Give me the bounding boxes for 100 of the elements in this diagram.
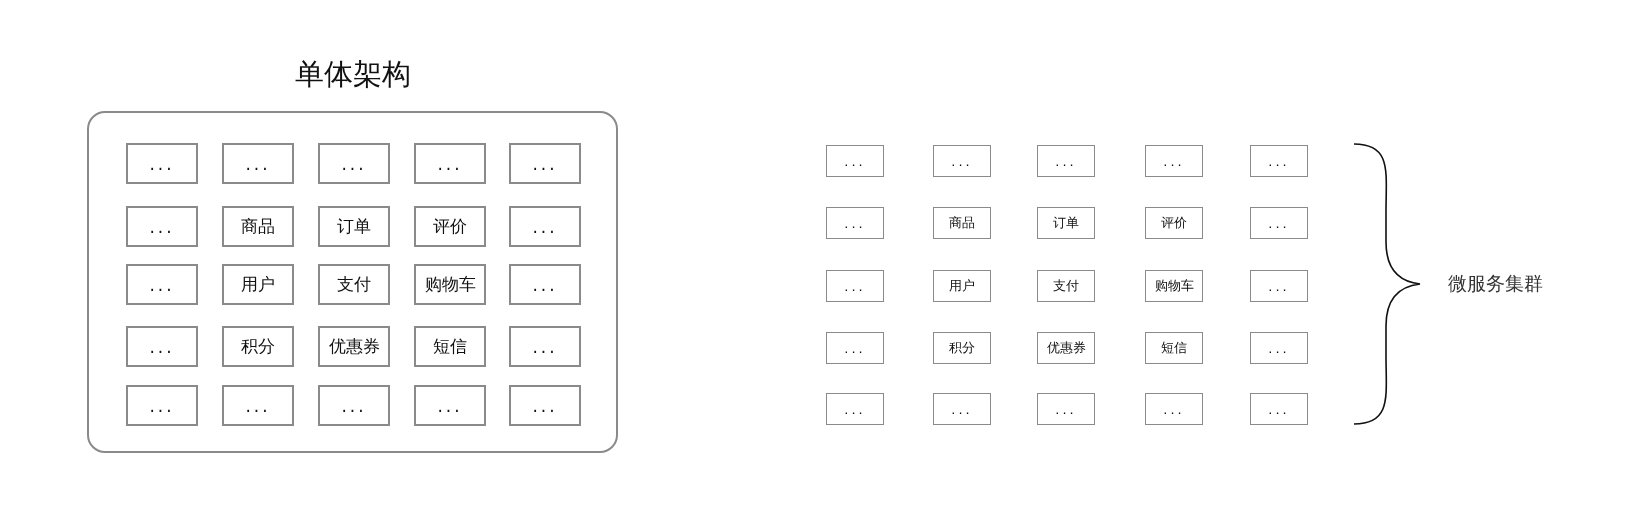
module-box — [826, 145, 884, 177]
module-box — [1250, 332, 1308, 364]
module-label: 商品 — [241, 215, 275, 238]
module-label: ... — [1268, 278, 1290, 294]
module-label: ... — [437, 153, 463, 174]
module-box — [414, 385, 486, 426]
module-box — [1037, 270, 1095, 302]
module-box — [318, 206, 390, 247]
module-box — [933, 332, 991, 364]
module-label: ... — [844, 278, 866, 294]
module-box — [414, 326, 486, 367]
module-label: 评价 — [433, 215, 467, 238]
module-label: 支付 — [1053, 277, 1079, 295]
module-box — [1250, 145, 1308, 177]
module-box — [318, 326, 390, 367]
module-box — [826, 393, 884, 425]
module-box — [414, 206, 486, 247]
module-box — [222, 385, 294, 426]
module-box — [1145, 393, 1203, 425]
module-label: ... — [1163, 153, 1185, 169]
module-box — [222, 143, 294, 184]
module-box — [1250, 393, 1308, 425]
module-label: ... — [1055, 153, 1077, 169]
module-box — [1037, 145, 1095, 177]
module-label: ... — [341, 153, 367, 174]
module-label: 积分 — [241, 335, 275, 358]
module-box — [1145, 270, 1203, 302]
module-label: ... — [844, 215, 866, 231]
module-box — [1145, 332, 1203, 364]
module-label: 短信 — [433, 335, 467, 358]
module-label: ... — [951, 153, 973, 169]
module-box — [318, 143, 390, 184]
module-label: 优惠券 — [328, 335, 380, 358]
module-label: ... — [1268, 401, 1290, 417]
module-box — [1145, 145, 1203, 177]
module-box — [509, 264, 581, 305]
module-label: ... — [245, 395, 271, 416]
module-box — [1250, 207, 1308, 239]
module-box — [509, 206, 581, 247]
module-box — [414, 264, 486, 305]
module-box — [1145, 207, 1203, 239]
module-label: ... — [532, 153, 558, 174]
module-box — [1037, 393, 1095, 425]
module-box — [933, 393, 991, 425]
module-box — [126, 326, 198, 367]
module-label: 积分 — [949, 339, 975, 357]
container-title: 单体架构 — [293, 56, 412, 93]
module-label: ... — [149, 274, 175, 295]
module-box — [222, 326, 294, 367]
module-box — [509, 326, 581, 367]
module-label: 短信 — [1161, 339, 1187, 357]
module-label: ... — [532, 336, 558, 357]
module-label: 用户 — [949, 277, 975, 295]
module-box — [1250, 270, 1308, 302]
module-label: ... — [149, 336, 175, 357]
module-box — [222, 206, 294, 247]
module-label: 用户 — [241, 273, 275, 296]
module-label: 订单 — [1053, 214, 1079, 232]
module-box — [933, 207, 991, 239]
module-label: ... — [245, 153, 271, 174]
module-label: ... — [951, 401, 973, 417]
module-label: 购物车 — [1154, 277, 1194, 295]
module-box — [414, 143, 486, 184]
module-box — [126, 206, 198, 247]
module-box — [222, 264, 294, 305]
module-label: ... — [149, 395, 175, 416]
module-label: 订单 — [337, 215, 371, 238]
module-box — [1037, 207, 1095, 239]
module-label: 商品 — [949, 214, 975, 232]
module-label: ... — [532, 274, 558, 295]
module-label: ... — [1268, 215, 1290, 231]
module-box — [126, 385, 198, 426]
module-label: ... — [437, 395, 463, 416]
module-label: ... — [149, 153, 175, 174]
module-box — [1037, 332, 1095, 364]
module-box — [933, 145, 991, 177]
module-box — [126, 143, 198, 184]
module-label: ... — [844, 340, 866, 356]
module-box — [318, 385, 390, 426]
module-box — [318, 264, 390, 305]
module-label: ... — [532, 216, 558, 237]
module-label: 购物车 — [424, 273, 476, 296]
module-label: ... — [844, 401, 866, 417]
module-box — [933, 270, 991, 302]
module-box — [509, 143, 581, 184]
module-label: ... — [1055, 401, 1077, 417]
module-box — [509, 385, 581, 426]
module-label: ... — [341, 395, 367, 416]
module-label: 支付 — [337, 273, 371, 296]
module-label: 评价 — [1161, 214, 1187, 232]
module-box — [126, 264, 198, 305]
module-box — [826, 207, 884, 239]
module-box — [826, 332, 884, 364]
module-label: ... — [1268, 340, 1290, 356]
module-label: 优惠券 — [1046, 339, 1086, 357]
module-label: ... — [1268, 153, 1290, 169]
module-label: ... — [844, 153, 866, 169]
module-label: ... — [149, 216, 175, 237]
module-label: ... — [1163, 401, 1185, 417]
module-label: ... — [532, 395, 558, 416]
